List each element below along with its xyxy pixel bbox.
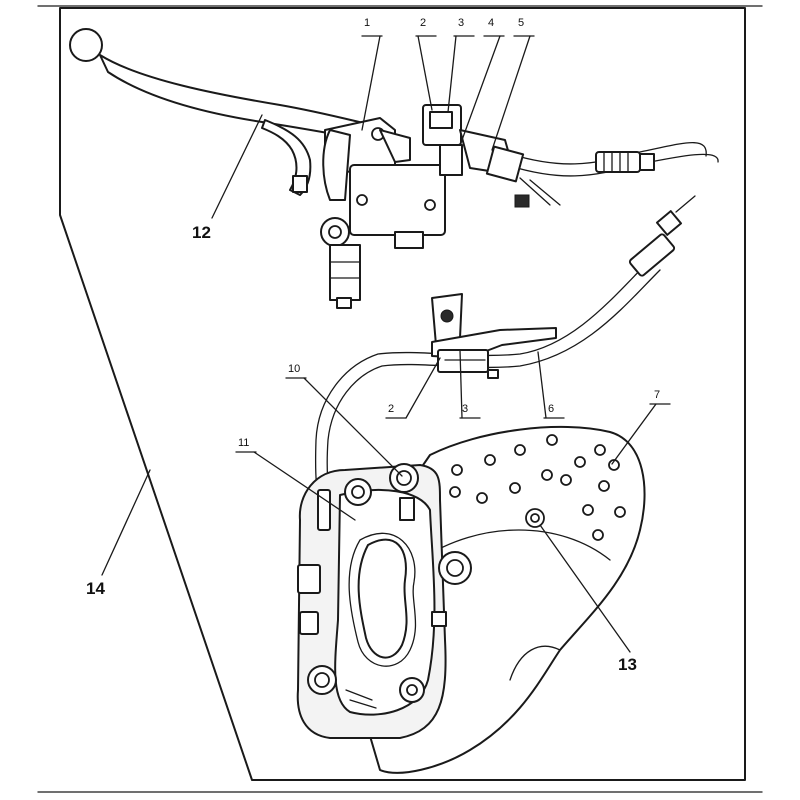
leader-lines xyxy=(101,35,671,653)
callout-1: 1 xyxy=(364,17,370,29)
frame-outline-14 xyxy=(59,7,746,781)
callout-labels: 1 2 3 4 5 6 7 2 3 10 11 12 13 14 xyxy=(86,17,660,674)
brake-caliper xyxy=(296,463,472,739)
callout-13: 13 xyxy=(618,655,637,674)
callout-5: 5 xyxy=(518,17,524,29)
callout-10: 10 xyxy=(288,363,300,375)
callout-11: 11 xyxy=(238,437,249,449)
callout-7: 7 xyxy=(654,389,660,401)
callout-2: 2 xyxy=(420,17,426,29)
callout-14: 14 xyxy=(86,579,105,598)
master-cylinder xyxy=(320,104,561,309)
callout-3: 3 xyxy=(458,17,464,29)
hose-fitting-upper xyxy=(595,151,655,173)
page-frame xyxy=(37,5,763,793)
callout-12: 12 xyxy=(192,223,211,242)
callout-4: 4 xyxy=(488,17,494,29)
callout-6: 6 xyxy=(548,403,554,415)
brake-hose-lower xyxy=(314,259,661,502)
hose-guide-bracket xyxy=(431,293,557,379)
callout-2-lower: 2 xyxy=(388,403,394,415)
callout-3-lower: 3 xyxy=(462,403,468,415)
disc-holes xyxy=(449,434,626,541)
hose-fitting-lower xyxy=(628,195,696,277)
